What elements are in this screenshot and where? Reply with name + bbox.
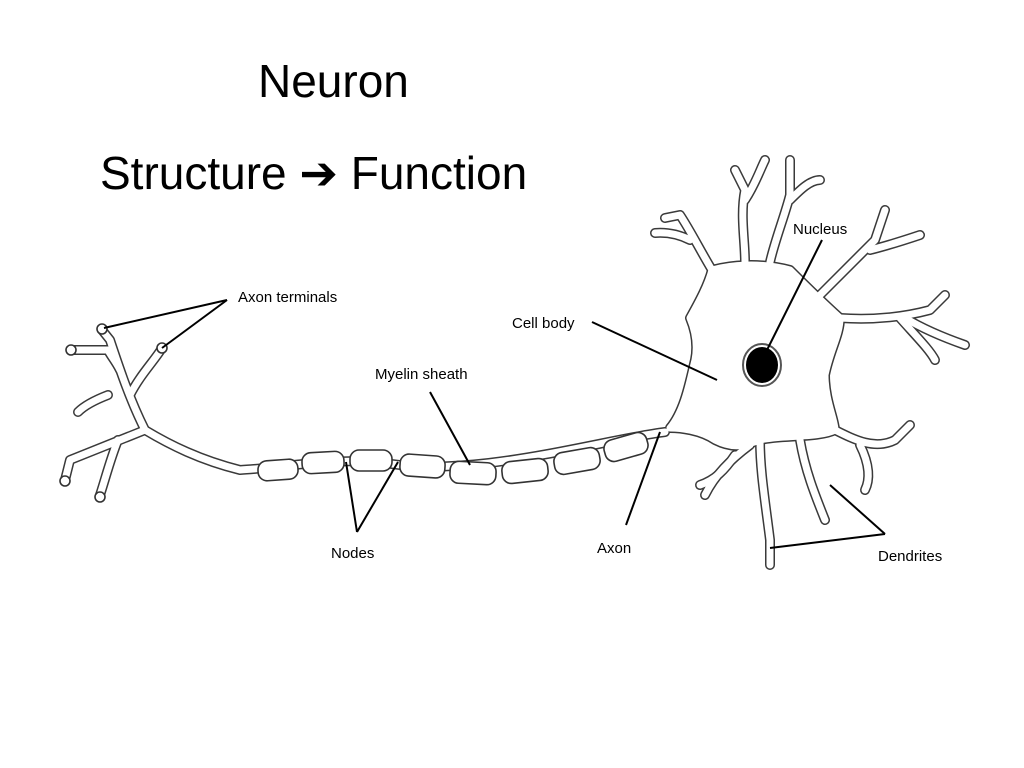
label-axon: Axon (597, 540, 632, 557)
nodes-leader-line (356, 461, 399, 533)
myelin-segment (603, 431, 649, 463)
right-arrow-icon: ➔ (299, 147, 338, 199)
axon-terminal-knobs (59, 323, 168, 503)
dendrites-leader-line (829, 484, 886, 535)
myelin-segment (349, 449, 393, 472)
label-nodes: Nodes (331, 545, 375, 562)
axon-terminals-leader-line (161, 299, 228, 349)
nucleus-outline (742, 343, 782, 387)
terminal-knob (59, 475, 71, 487)
terminal-knob (94, 491, 106, 503)
label-myelin-sheath: Myelin sheath (375, 366, 468, 383)
nucleus-leader-line (765, 239, 823, 353)
axon-leader-line (625, 431, 661, 526)
myelin-segment (257, 458, 299, 482)
subtitle-function: Function (350, 147, 528, 199)
myelin-segment (501, 457, 549, 485)
myelin-segment (449, 460, 497, 486)
label-nucleus: Nucleus (793, 221, 848, 238)
myelin-sheath-leader-line (429, 391, 471, 466)
diagram-subtitle: Structure ➔ Function (100, 150, 527, 196)
label-dendrites: Dendrites (878, 548, 943, 565)
myelin-segment (301, 450, 345, 475)
diagram-title: Neuron (258, 55, 409, 107)
nucleus (746, 347, 778, 383)
cell-body-leader-line (591, 321, 718, 381)
dendrites-leader-line (769, 533, 886, 549)
label-axon-terminals: Axon terminals (238, 289, 338, 306)
subtitle-structure: Structure (100, 147, 287, 199)
myelin-sheath-segments (257, 431, 649, 486)
label-cell-body: Cell body (512, 315, 575, 332)
terminal-knob (65, 344, 77, 356)
myelin-segment (399, 453, 446, 479)
terminal-knob (96, 323, 108, 335)
myelin-segment (553, 446, 601, 476)
leader-lines (103, 239, 886, 549)
axon-terminals-leader-line (103, 299, 228, 329)
nodes-leader-line (345, 461, 358, 533)
